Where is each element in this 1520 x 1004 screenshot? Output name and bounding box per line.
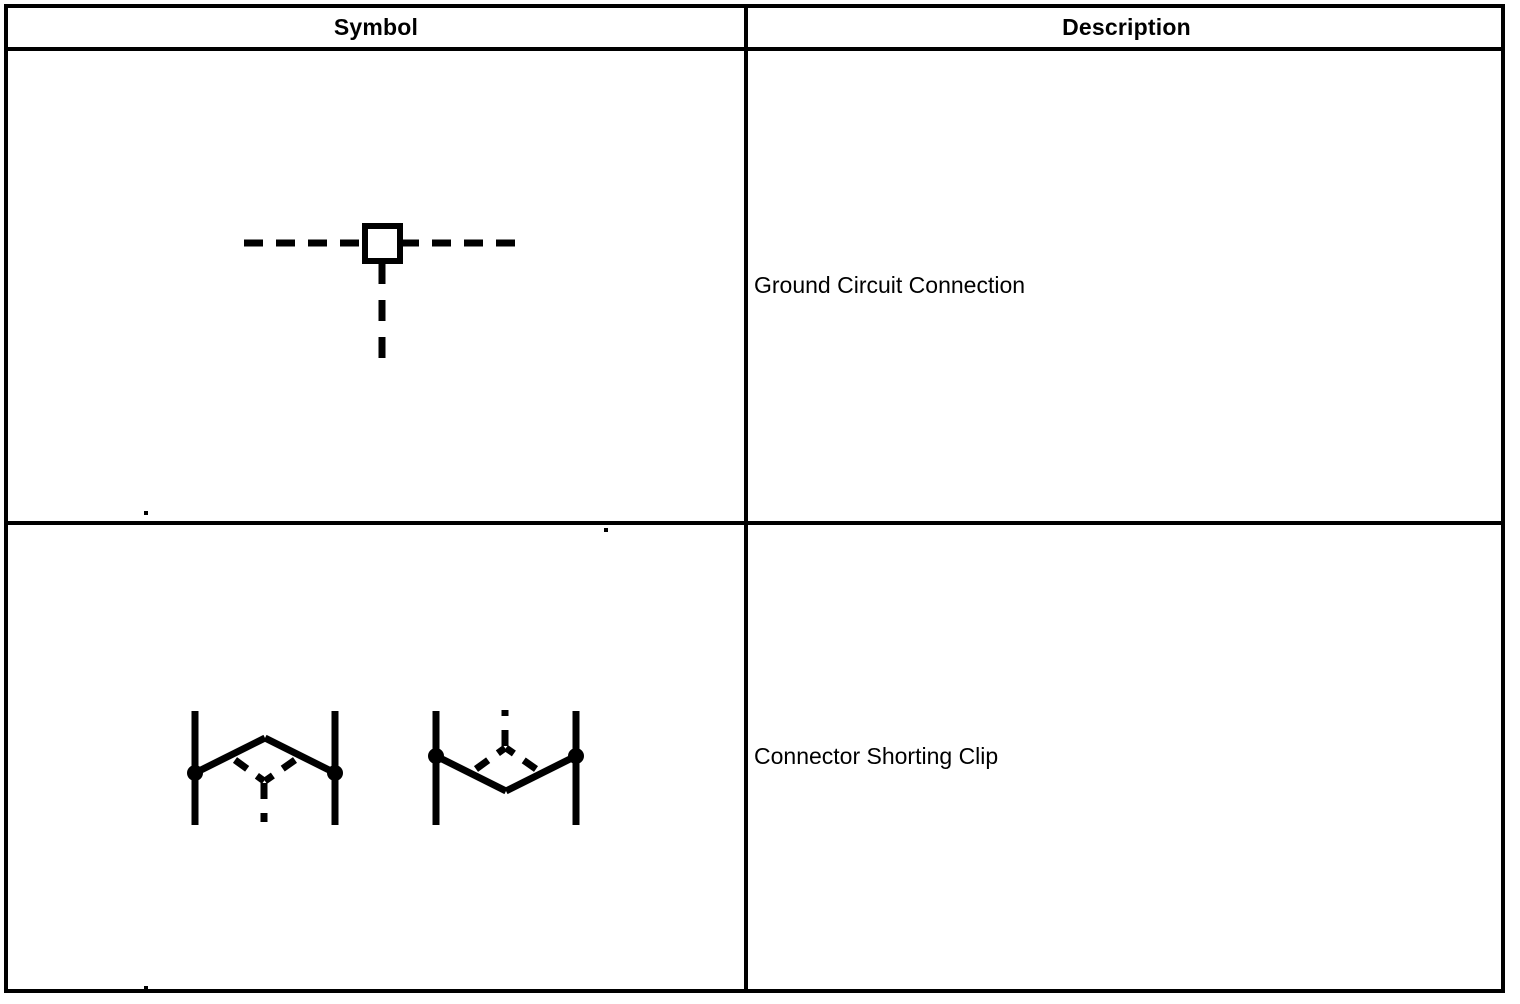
shorting-clip-left — [187, 711, 343, 825]
table-row-1-description: Ground Circuit Connection — [754, 272, 1026, 299]
scan-speck — [604, 528, 608, 532]
connector-shorting-clip-icon — [187, 710, 584, 825]
column-header-symbol: Symbol — [333, 14, 419, 40]
column-divider-rule — [744, 8, 748, 989]
scan-speck — [144, 511, 148, 515]
ground-circuit-connection-icon — [244, 223, 520, 371]
table-row-2-symbol-cell — [8, 525, 744, 989]
shorting-clip-right — [428, 710, 584, 825]
table-row-1-symbol-cell — [8, 51, 744, 521]
column-header-description: Description — [1062, 14, 1191, 40]
symbol-legend-table: Symbol Description Ground Circuit Connec… — [4, 4, 1505, 993]
header-bottom-rule — [8, 47, 1501, 51]
row-divider-rule — [8, 521, 1501, 525]
table-row-2-description: Connector Shorting Clip — [754, 743, 999, 770]
scan-speck — [144, 986, 148, 990]
